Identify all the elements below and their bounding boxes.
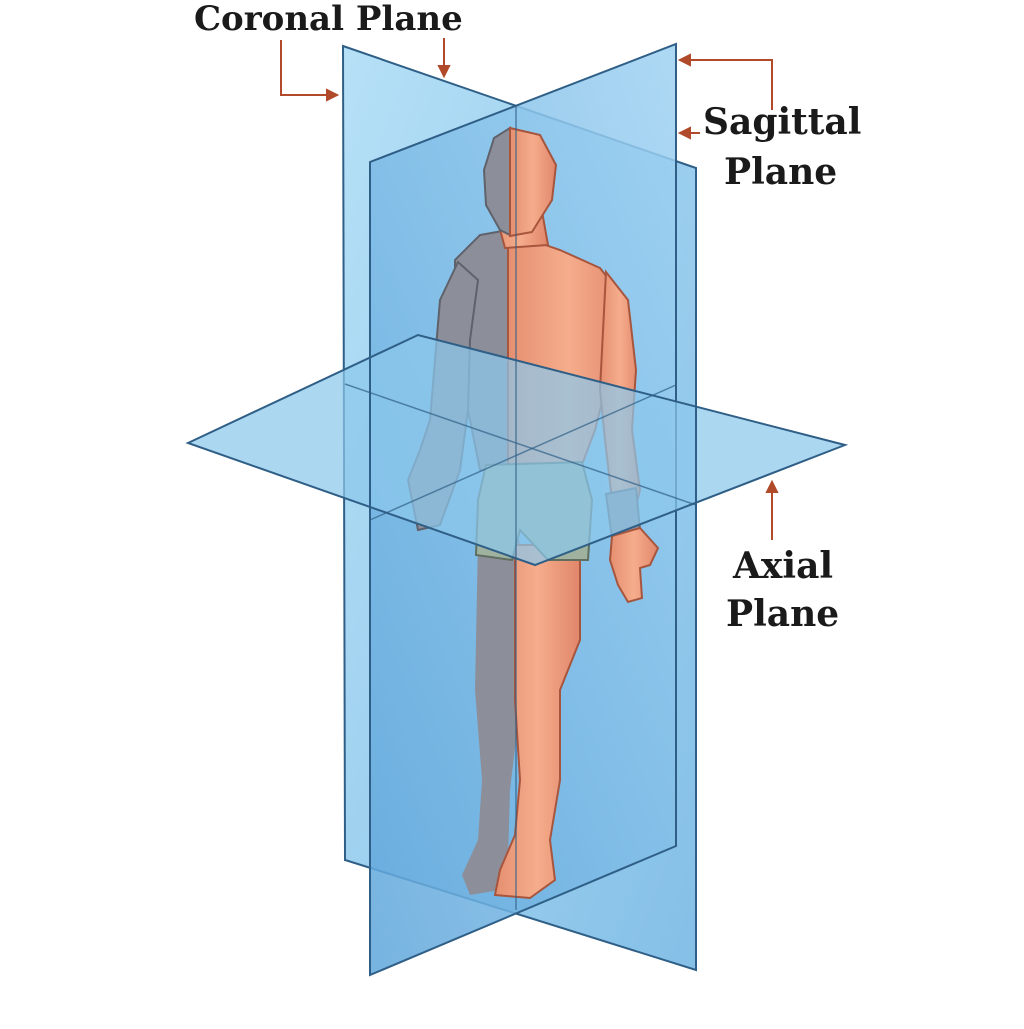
axial-plane-label-line2: Plane [726,593,840,635]
sagittal-arrow-top [684,59,773,110]
coronal-arrow-down-head [437,65,451,79]
sagittal-plane-label-line2: Plane [724,151,838,193]
coronal-arrow-left [280,40,335,96]
axial-arrow [765,479,779,540]
sagittal-arrow-top-head [677,53,691,67]
right-hand [608,526,660,604]
coronal-plane-label: Coronal Plane [194,0,463,39]
left-leg-shadow [462,540,522,895]
head-lit-half [509,126,558,238]
axial-plane-label-line1: Axial [733,545,834,587]
sagittal-plane-label-line1: Sagittal [703,101,862,143]
sagittal-arrow-mid-head [677,126,691,140]
axial-sagittal-intersection [369,384,677,521]
sagittal-arrows [677,53,773,140]
coronal-arrow-left-head [326,88,340,102]
axial-coronal-intersection [344,383,697,506]
axial-arrow-head [765,479,779,493]
coronal-arrows [280,38,451,102]
